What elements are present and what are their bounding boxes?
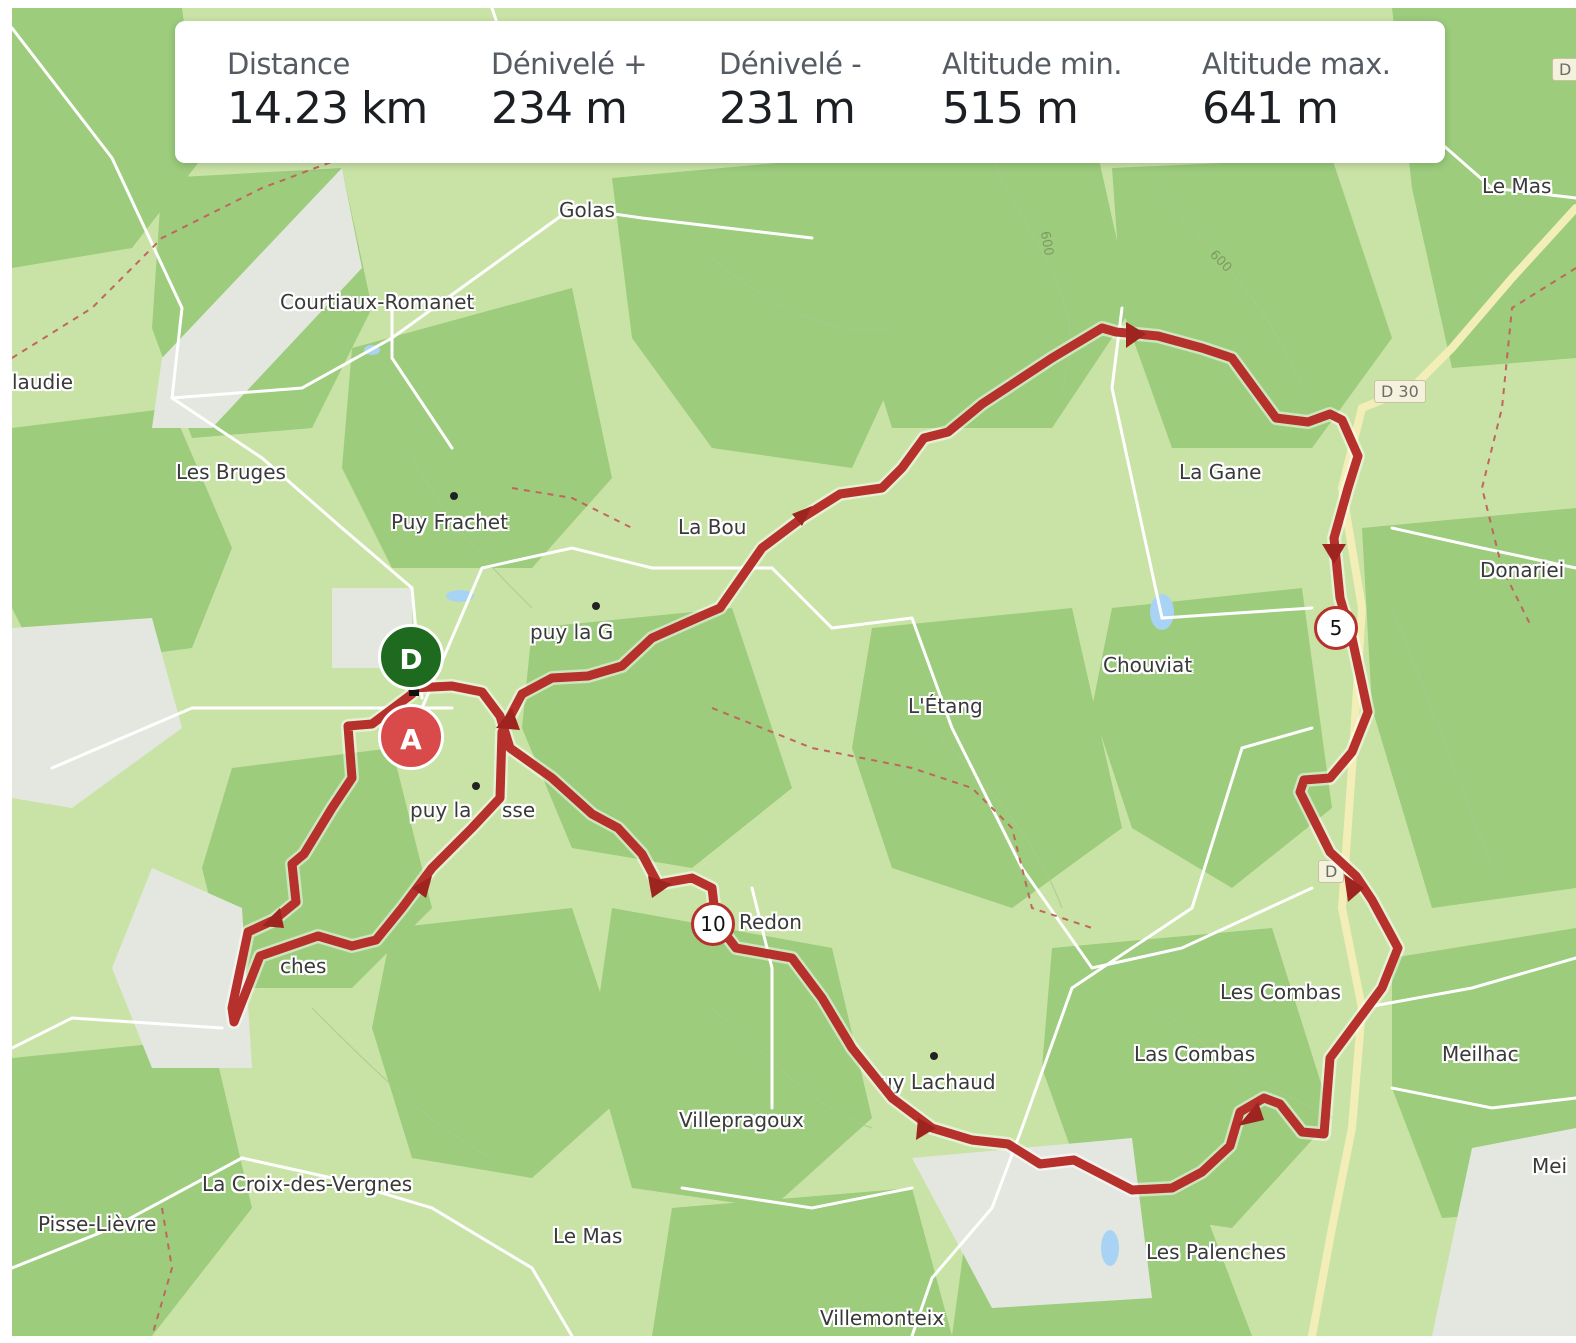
place-label: Redon bbox=[739, 910, 802, 934]
place-label: Mei bbox=[1532, 1154, 1568, 1178]
stat-value: 641 m bbox=[1202, 83, 1339, 134]
road-shield-d30: D 30 bbox=[1374, 380, 1426, 403]
place-label: Courtiaux-Romanet bbox=[280, 290, 475, 314]
stat-elevation-gain: Dénivelé + 234 m bbox=[491, 47, 648, 134]
peak-dot bbox=[930, 1052, 938, 1060]
stat-label: Dénivelé - bbox=[719, 47, 862, 81]
place-label: laudie bbox=[12, 370, 74, 394]
end-marker[interactable]: A bbox=[378, 704, 444, 770]
peak-dot bbox=[472, 782, 480, 790]
main-road-d30 bbox=[1308, 204, 1576, 1336]
stat-altitude-min: Altitude min. 515 m bbox=[942, 47, 1122, 134]
place-label: ches bbox=[280, 954, 327, 978]
stat-distance: Distance 14.23 km bbox=[227, 47, 428, 134]
road-shield: D bbox=[1552, 58, 1576, 81]
place-label: Le Mas bbox=[553, 1224, 623, 1248]
stat-label: Distance bbox=[227, 47, 350, 81]
route-track[interactable] bbox=[227, 323, 1403, 1195]
map-background bbox=[12, 8, 1576, 1336]
place-label: Golas bbox=[559, 198, 615, 222]
map-view[interactable]: 600 600 D 30 D D Golas Courtiaux-Romanet… bbox=[12, 8, 1576, 1336]
peak-dot bbox=[592, 602, 600, 610]
place-label: puy la G bbox=[530, 620, 614, 644]
place-label: La Bou bbox=[678, 515, 747, 539]
place-label: puy la bbox=[410, 798, 472, 822]
contour-lines bbox=[311, 157, 1493, 1159]
direction-arrows bbox=[262, 322, 1364, 1140]
place-label: Meilhac bbox=[1442, 1042, 1519, 1066]
place-label: La Croix-des-Vergnes bbox=[202, 1172, 413, 1196]
forest-areas bbox=[12, 8, 1576, 1336]
stat-elevation-loss: Dénivelé - 231 m bbox=[719, 47, 862, 134]
place-label: L'Étang bbox=[908, 694, 983, 718]
stat-label: Altitude min. bbox=[942, 47, 1122, 81]
peak-dot bbox=[450, 492, 458, 500]
place-label: La Gane bbox=[1179, 460, 1262, 484]
stat-value: 515 m bbox=[942, 83, 1079, 134]
stat-value: 234 m bbox=[491, 83, 628, 134]
route-stats-panel: Distance 14.23 km Dénivelé + 234 m Déniv… bbox=[175, 21, 1445, 163]
place-label: Le Mas bbox=[1482, 174, 1552, 198]
stat-label: Altitude max. bbox=[1202, 47, 1391, 81]
place-label: Donariei bbox=[1480, 558, 1565, 582]
place-label: sse bbox=[502, 798, 536, 822]
dashed-trails bbox=[12, 157, 1576, 1336]
place-label: uy Lachaud bbox=[880, 1070, 996, 1094]
place-label: Villemonteix bbox=[820, 1306, 945, 1330]
place-label: Chouviat bbox=[1103, 653, 1193, 677]
place-label: Las Combas bbox=[1134, 1042, 1256, 1066]
stat-value: 14.23 km bbox=[227, 83, 428, 134]
route-overlay bbox=[225, 321, 1405, 1197]
place-label: Les Bruges bbox=[176, 460, 286, 484]
stat-value: 231 m bbox=[719, 83, 856, 134]
place-label: Villepragoux bbox=[679, 1108, 804, 1132]
stat-altitude-max: Altitude max. 641 m bbox=[1202, 47, 1391, 134]
place-label: Les Combas bbox=[1220, 980, 1341, 1004]
km-marker-10[interactable]: 10 bbox=[691, 902, 735, 946]
place-label: Puy Frachet bbox=[391, 510, 508, 534]
stat-label: Dénivelé + bbox=[491, 47, 648, 81]
start-marker[interactable]: D bbox=[378, 624, 444, 690]
place-label: Pisse-Lièvre bbox=[38, 1212, 157, 1236]
open-fields bbox=[12, 168, 1576, 1336]
place-label: Les Palenches bbox=[1146, 1240, 1287, 1264]
km-marker-5[interactable]: 5 bbox=[1314, 606, 1358, 650]
